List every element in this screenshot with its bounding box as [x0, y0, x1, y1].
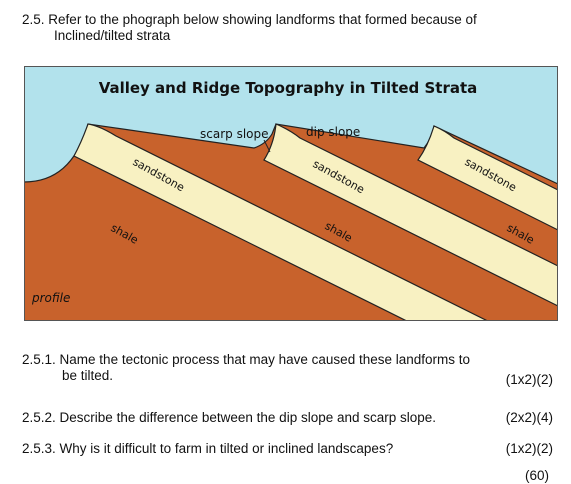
question-number: 2.5.2. [22, 410, 56, 425]
question-2-5-3: 2.5.3. Why is it difficult to farm in ti… [22, 441, 393, 457]
sandstone-band-1 [73, 123, 490, 321]
main-question-number: 2.5. [22, 12, 45, 27]
sandstone-band-2 [263, 123, 558, 307]
valley-ridge-diagram: Valley and Ridge Topography in Tilted St… [24, 66, 558, 321]
total-marks: (60) [524, 468, 549, 483]
scarp-slope-pointer [263, 139, 271, 153]
question-2-5-1-marks: (1x2)(2) [505, 372, 553, 387]
question-text: Why is it difficult to farm in tilted or… [59, 441, 394, 456]
question-2-5-2-marks: (2x2)(4) [505, 410, 553, 425]
scarp-slope-label: scarp slope [200, 127, 269, 141]
question-2-5-2: 2.5.2. Describe the difference between t… [22, 410, 436, 426]
question-text: Name the tectonic process that may have … [59, 352, 471, 367]
profile-label: profile [31, 291, 70, 305]
diagram-frame [24, 66, 558, 321]
question-2-5-1: 2.5.1. Name the tectonic process that ma… [22, 352, 522, 384]
question-number: 2.5.1. [22, 352, 56, 367]
main-question-text: Refer to the phograph below showing land… [48, 12, 477, 27]
main-question-line1: 2.5. Refer to the phograph below showing… [22, 12, 562, 28]
question-2-5-1-line1: 2.5.1. Name the tectonic process that ma… [22, 352, 522, 368]
question-2-5-3-marks: (1x2)(2) [505, 441, 553, 456]
main-question: 2.5. Refer to the phograph below showing… [22, 12, 562, 44]
main-question-line2: Inclined/tilted strata [54, 28, 171, 43]
question-text: Describe the difference between the dip … [59, 410, 437, 425]
sandstone-band-3 [417, 125, 558, 231]
dip-slope-label: dip slope [306, 125, 360, 139]
diagram-title: Valley and Ridge Topography in Tilted St… [99, 79, 478, 97]
question-number: 2.5.3. [22, 441, 56, 456]
question-2-5-1-line2: be tilted. [62, 368, 114, 383]
